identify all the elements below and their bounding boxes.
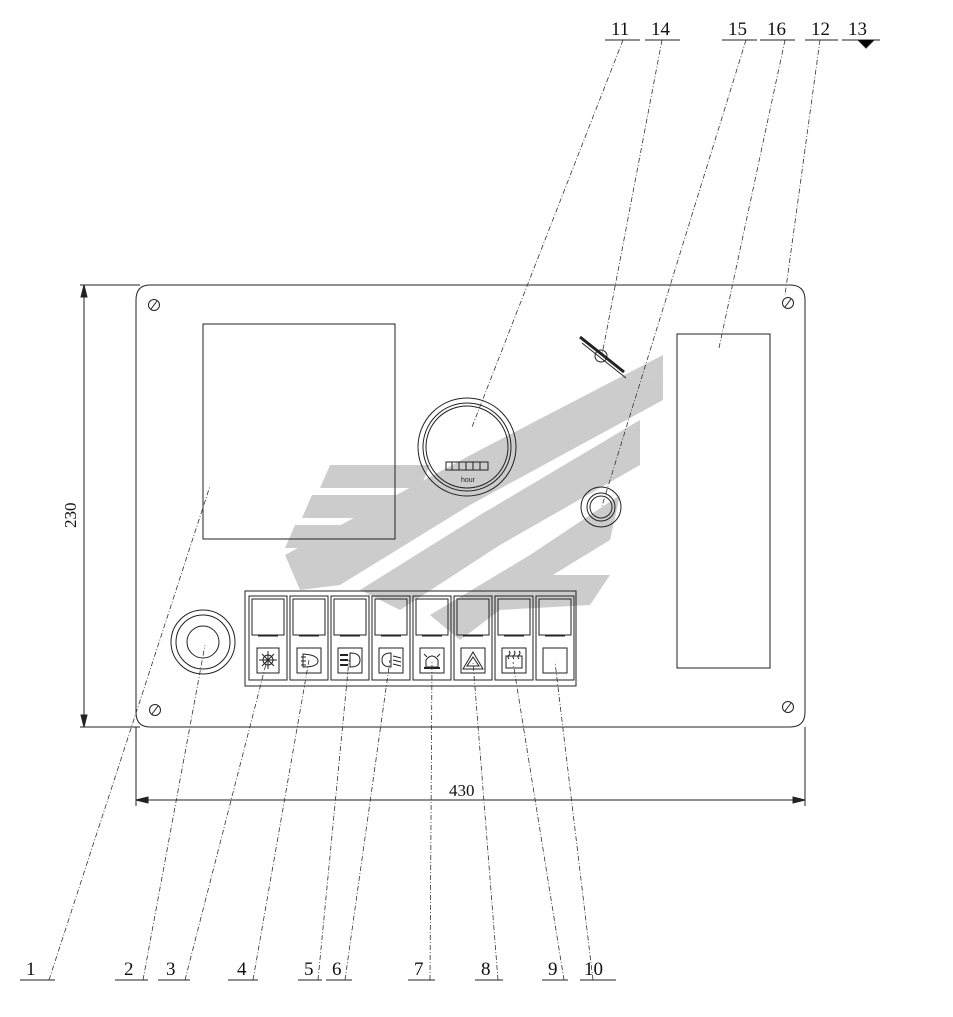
small-push-button[interactable] [580,486,622,528]
panel-outline [135,284,806,728]
screw-bottom-right-icon [782,701,794,713]
watermark-logo [285,355,663,640]
callout-8: 8 [481,959,491,980]
leader-lines [48,39,821,981]
callout-16: 16 [767,19,786,40]
rocker-switch-2[interactable] [289,595,329,681]
hour-meter-unit-label: hour [461,477,476,484]
high-beam-icon [340,652,361,668]
callout-1: 1 [26,959,36,980]
rocker-switch-3[interactable] [330,595,370,681]
callout-13: 13 [848,19,867,40]
height-dimension-label: 230 [61,503,80,529]
callout-4: 4 [237,959,247,980]
main-switch-button[interactable] [170,609,236,675]
rocker-switch-1[interactable] [248,595,288,681]
callout-15: 15 [728,19,747,40]
callout-7: 7 [414,959,424,980]
width-dimension-label: 430 [449,781,475,800]
screw-top-left-icon [148,299,160,311]
rocker-switch-7[interactable] [494,595,534,681]
callout-12: 12 [811,19,830,40]
display-window [202,323,396,540]
callout-5: 5 [304,959,314,980]
callout-3: 3 [166,959,176,980]
screw-top-right-icon [782,297,794,309]
right-display-window [676,333,771,669]
rear-defrost-icon [505,650,523,669]
width-dimension [135,727,806,806]
callout-6: 6 [332,959,342,980]
rocker-switch-bank [244,590,577,687]
callout-2: 2 [124,959,134,980]
rocker-switch-8[interactable] [535,595,575,681]
callout-14: 14 [651,19,671,40]
callout-11: 11 [611,19,629,40]
blank-icon [542,647,568,674]
sun-gear-icon [259,651,277,669]
work-lamp-icon [301,653,319,668]
corner-screws [148,297,794,716]
rocker-switch-4[interactable] [371,595,411,681]
hour-meter-gauge: hour [417,397,517,497]
toggle-lever[interactable] [579,335,627,379]
callout-9: 9 [548,959,558,980]
low-beam-icon [381,652,402,668]
callout-10: 10 [584,959,603,980]
screw-bottom-left-icon [149,704,161,716]
top-callout-underlines [605,39,880,49]
height-dimension [80,284,140,728]
